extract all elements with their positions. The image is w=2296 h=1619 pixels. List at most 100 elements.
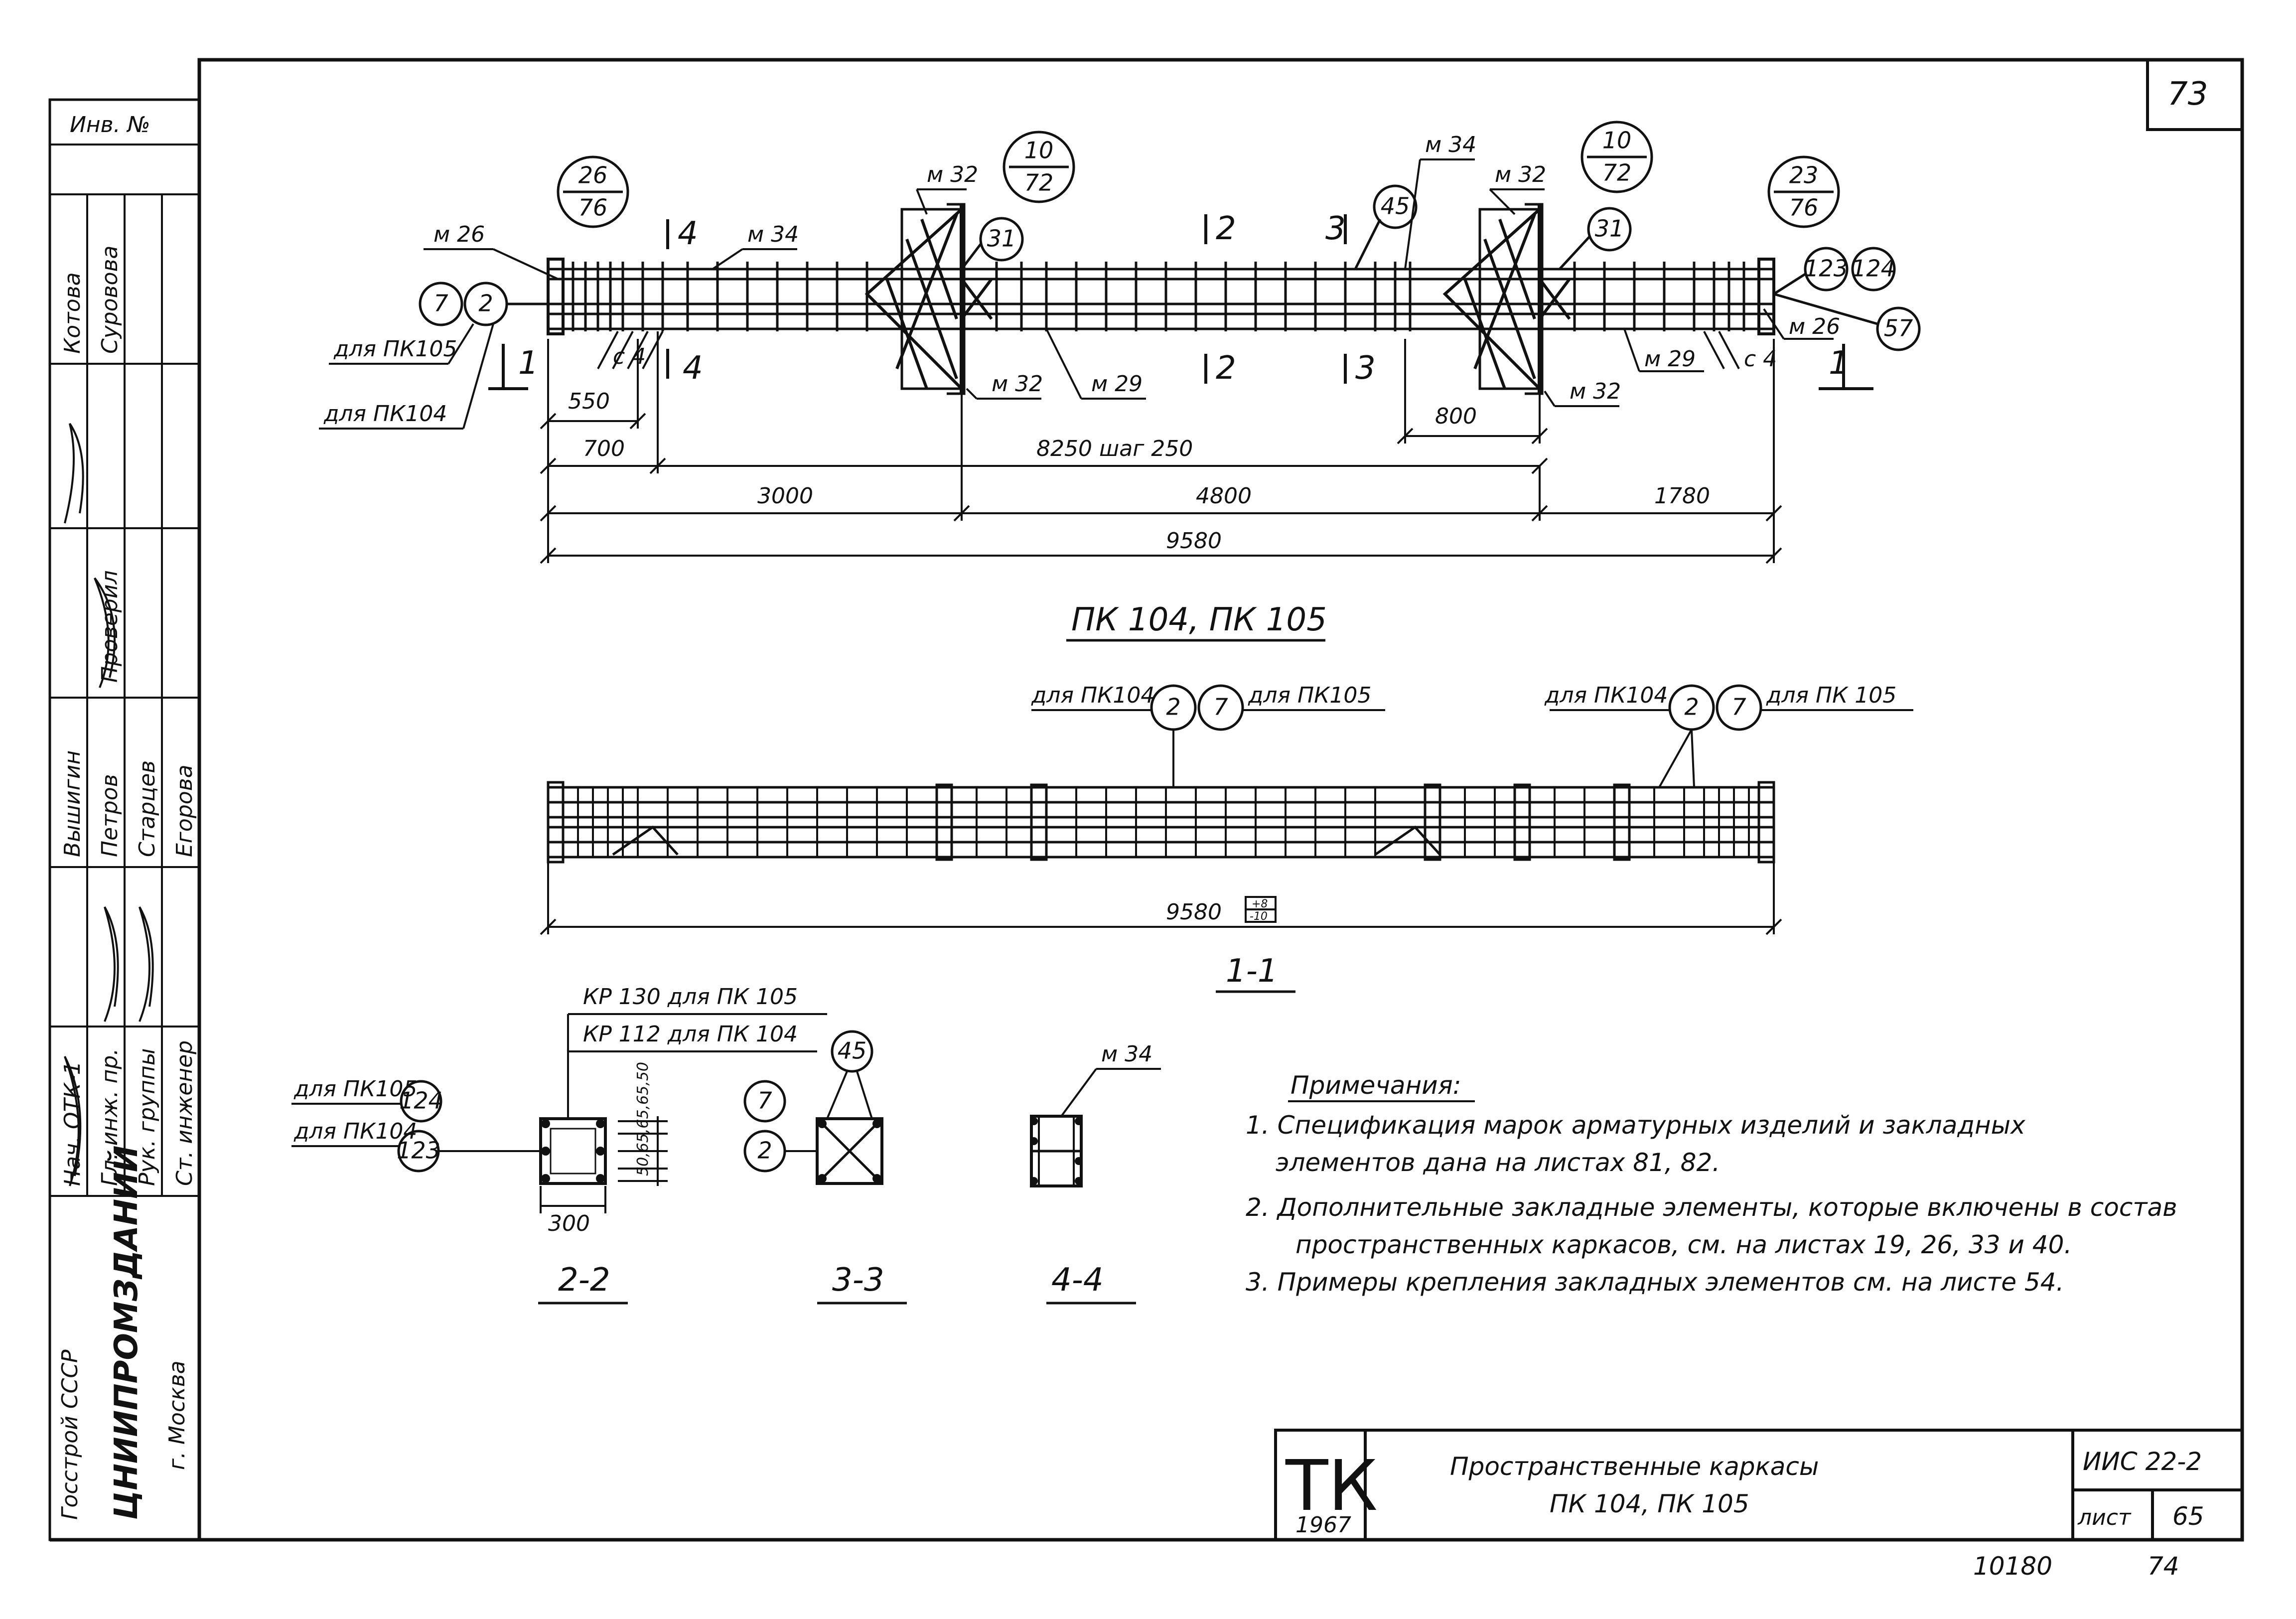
diaphragm-left: [864, 204, 993, 394]
side-name-3: Егорова: [172, 764, 197, 857]
section-3-3: 7 2 45 3-3: [743, 1030, 907, 1305]
section-mark-1R: 1: [1829, 345, 1849, 382]
drawing-title-1: Пространственные каркасы: [1450, 1452, 1819, 1481]
s11-circle-7a: 7: [1213, 694, 1228, 721]
frac-3-den: 72: [1602, 159, 1632, 186]
plan-mark-m34-left: м 34: [747, 222, 799, 247]
org-city: г. Москва: [164, 1360, 190, 1470]
s11-circle-2a: 2: [1166, 694, 1180, 721]
dim-9580-plan: 9580: [1166, 528, 1222, 554]
dim-700: 700: [583, 436, 625, 461]
d44-mark-m34: м 34: [1101, 1041, 1152, 1067]
stamp-role-3: Рук. группы: [135, 1048, 160, 1186]
section-2-2: КР 130 для ПК 105 КР 112 для ПК 104 для …: [291, 984, 827, 1305]
section-mark-2T: 2: [1216, 210, 1236, 247]
tk-year: 1967: [1295, 1512, 1351, 1538]
dim-3000: 3000: [757, 483, 813, 509]
section-mark-4T: 4: [678, 215, 698, 252]
section-mark-3B: 3: [1355, 350, 1376, 387]
plan-circle-2: 2: [478, 290, 493, 317]
bottom-code-1: 10180: [1973, 1552, 2052, 1581]
org-top: Госстрой СССР: [57, 1349, 83, 1520]
plan-circle-123: 123: [1804, 255, 1848, 282]
plan-mark-m34-right: м 34: [1425, 132, 1476, 157]
dim-800: 800: [1435, 404, 1477, 429]
note-2a: 2. Дополнительные закладные элементы, ко…: [1246, 1193, 2177, 1222]
inv-label: Инв. №: [70, 112, 150, 138]
s11-label-3: для ПК104: [1544, 683, 1668, 708]
note-1a: 1. Спецификация марок арматурных изделий…: [1246, 1111, 2025, 1140]
plan-circle-31-right: 31: [1595, 215, 1624, 242]
corner-number: 73: [2167, 76, 2208, 113]
title-4-4: 4-4: [1051, 1262, 1104, 1299]
d33-circle-2: 2: [757, 1137, 772, 1164]
dim-550: 550: [568, 389, 610, 414]
drawing-title-2: ПК 104, ПК 105: [1550, 1489, 1749, 1518]
sheet-frame: [48, 58, 2244, 1542]
side-name-1: Котова: [60, 272, 85, 354]
d33-circle-7: 7: [757, 1087, 772, 1114]
kp-112: КР 112 для ПК 104: [583, 1022, 798, 1047]
corner-number-box: 73: [2146, 58, 2244, 131]
plan-circle-45: 45: [1381, 193, 1410, 220]
s11-title: 1-1: [1226, 953, 1278, 990]
plan-mark-m26-left: м 26: [433, 222, 485, 247]
s11-label-4: для ПК 105: [1766, 683, 1896, 708]
title-3-3: 3-3: [832, 1262, 884, 1299]
plan-mark-m32-left-bot: м 32: [992, 371, 1043, 397]
sheet-number: 65: [2172, 1502, 2204, 1531]
d22-dim-300: 300: [548, 1211, 590, 1236]
section11-stirrups: [577, 787, 1750, 857]
s11-tol-top: +8: [1252, 898, 1268, 910]
plan-mark-m26-right: м 26: [1789, 314, 1840, 339]
s11-label-2: для ПК105: [1248, 683, 1371, 708]
d22-dim-vert: 50,65,65,65,50: [634, 1062, 652, 1176]
plan-note-pk105: для ПК105: [333, 336, 457, 362]
plan-mark-m29-right: м 29: [1644, 346, 1696, 372]
plan-mark-m32-right-top: м 32: [1495, 162, 1546, 187]
sheet-label: лист: [2077, 1505, 2132, 1530]
frac-2-den: 72: [1024, 169, 1054, 196]
plan-note-pk104: для ПК104: [323, 401, 447, 427]
plan-title: ПК 104, ПК 105: [1071, 601, 1327, 638]
frac-2-num: 10: [1024, 137, 1054, 164]
note-2b: пространственных каркасов, см. на листах…: [1295, 1230, 2072, 1259]
plan-mark-m32-left-top: м 32: [927, 162, 978, 187]
detail-sections: КР 130 для ПК 105 КР 112 для ПК 104 для …: [291, 984, 1161, 1305]
dim-1780: 1780: [1654, 483, 1710, 509]
s11-tol-bot: -10: [1250, 910, 1268, 923]
side-name-2: Суровова: [97, 246, 123, 354]
plan-dimensions: [540, 331, 1782, 564]
d22-note-pk104: для ПК104: [293, 1119, 417, 1144]
plan-mark-m29-left: м 29: [1091, 371, 1143, 397]
plan-mark-c4-right: с 4: [1744, 346, 1777, 372]
d22-circle-123: 123: [397, 1137, 440, 1164]
plan-circle-124: 124: [1852, 255, 1895, 282]
frac-4-num: 23: [1789, 162, 1819, 189]
left-stamp: Инв. № Нач. ОТК-1 Гл. инж. пр. Рук. груп…: [50, 112, 199, 1520]
series-code: ИИС 22-2: [2083, 1447, 2202, 1476]
section-mark-2B: 2: [1216, 350, 1236, 387]
d33-circle-45: 45: [838, 1037, 867, 1064]
org-main: ЦНИИПРОМЗДАНИЙ: [107, 1146, 145, 1520]
tk-mark: ТК: [1285, 1446, 1378, 1527]
stamp-name-2: Петров: [97, 774, 123, 857]
section-mark-4B: 4: [683, 350, 703, 387]
s11-circle-7b: 7: [1731, 694, 1746, 721]
frac-1-num: 26: [578, 162, 608, 189]
plan-mark-c4-left: с 4: [613, 344, 646, 369]
plan-circle-57: 57: [1884, 315, 1913, 342]
s11-circle-2b: 2: [1684, 694, 1699, 721]
plan-mark-m32-right-bot: м 32: [1570, 379, 1621, 404]
stamp-name-3: Старцев: [135, 760, 160, 857]
s11-label-1: для ПК104: [1031, 683, 1154, 708]
dim-8250: 8250 шаг 250: [1036, 436, 1193, 461]
frac-4-den: 76: [1789, 194, 1819, 221]
section-4-4: м 34 4-4: [1030, 1041, 1161, 1305]
diaphragm-right: [1442, 204, 1571, 394]
section-1-1: для ПК104 для ПК105 для ПК104 для ПК 105…: [540, 683, 1913, 993]
title-2-2: 2-2: [558, 1262, 610, 1299]
stamp-role-2: Гл. инж. пр.: [97, 1048, 123, 1186]
note-1b: элементов дана на листах 81, 82.: [1276, 1148, 1720, 1177]
notes-block: Примечания: 1. Спецификация марок армату…: [1246, 1071, 2177, 1297]
